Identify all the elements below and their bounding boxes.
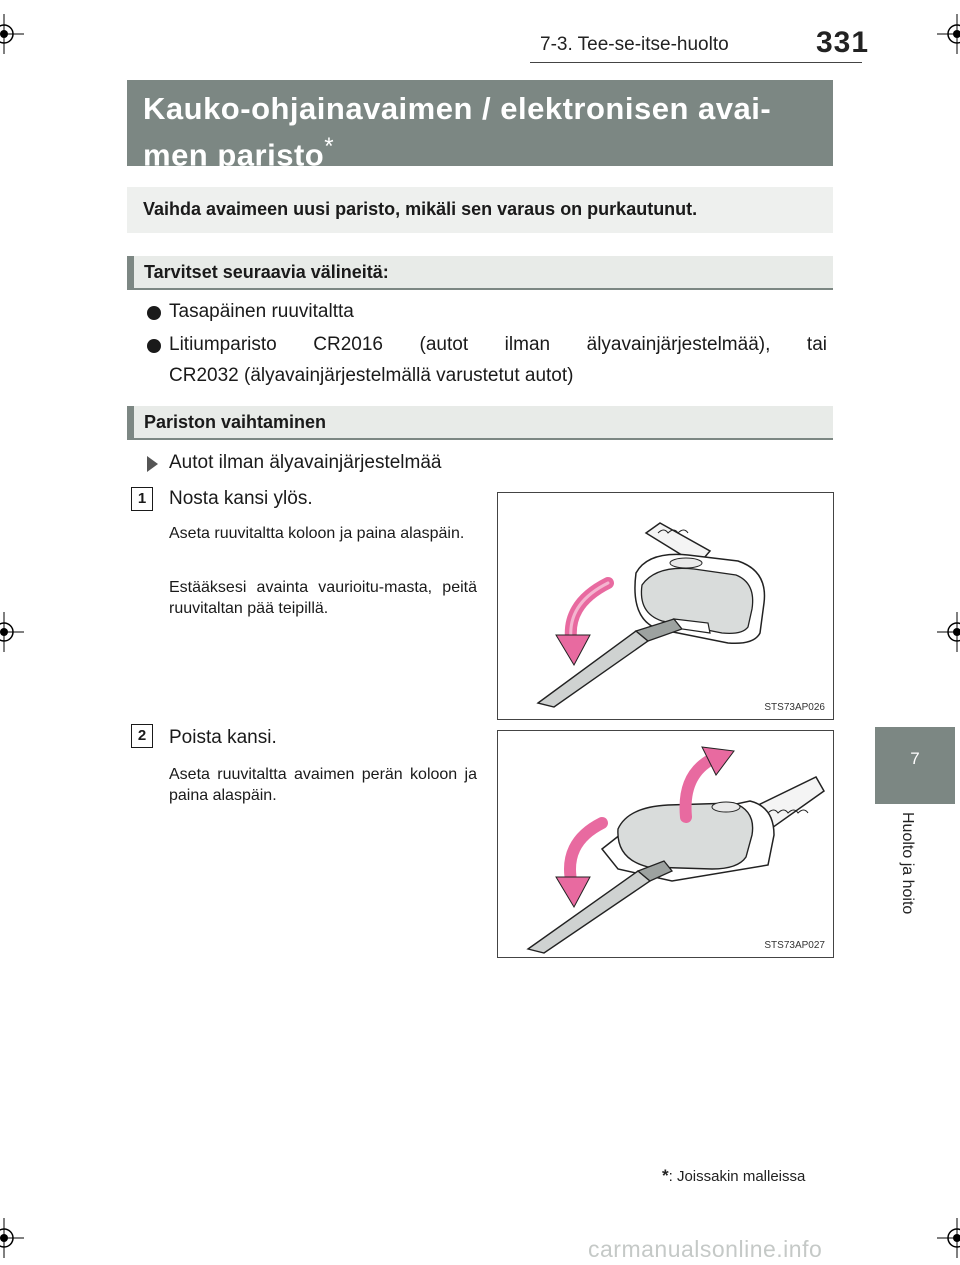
step-description: Aseta ruuvitaltta koloon ja paina alaspä… [169,525,465,542]
step-title: Poista kansi. [169,727,277,748]
intro-text: Vaihda avaimeen uusi paristo, mikäli sen… [143,199,698,219]
key-illustration [526,746,825,954]
page-number: 331 [816,26,870,59]
footnote-text: : Joissakin malleissa [668,1168,806,1185]
heading-bar [127,406,134,440]
triangle-arrow-icon [147,456,158,472]
step-title: Nosta kansi ylös. [169,488,313,509]
section-label: 7-3. Tee-se-itse-huolto [540,34,729,55]
step-description: Aseta ruuvitaltta avaimen perän koloon j… [169,766,477,804]
replace-heading: Pariston vaihtaminen [127,406,833,440]
tool-item-2-word: (autot [419,334,469,355]
registration-mark-icon [937,1218,960,1258]
title-banner: Kauko-ohjainavaimen / elektronisen avai-… [127,80,833,172]
tool-item-2-word: Litiumparisto [169,334,277,355]
watermark: carmanualsonline.info [588,1236,823,1262]
chapter-label: Huolto ja hoito [899,812,916,915]
subheading: Autot ilman älyavainjärjestelmää [169,452,442,473]
tool-item-2-line-2: CR2032 (älyavainjärjestelmällä varustetu… [169,365,574,386]
registration-mark-icon [0,14,24,54]
figure-key-cover-lift: STS73AP026 [497,492,834,720]
registration-mark-icon [0,612,24,652]
tool-item-2-word: ilman [504,334,551,355]
footnote-asterisk: * [662,1166,669,1185]
tool-item-2-line-1: Litiumparisto CR2016 (autot ilman älyava… [169,334,827,356]
figure-key-cover-remove: STS73AP027 [497,730,834,958]
step-number: 2 [131,724,153,748]
chapter-number: 7 [910,749,920,768]
tool-item-2-word: tai [806,334,827,355]
bullet-icon [147,339,161,353]
footnote: *: Joissakin malleissa [662,1166,805,1186]
figure-code: STS73AP026 [764,702,825,713]
key-illustration [536,522,766,708]
tool-item-1: Tasapäinen ruuvitaltta [169,301,354,322]
step-number: 1 [131,487,153,511]
bullet-icon [147,306,161,320]
title-line-1: Kauko-ohjainavaimen / elektronisen avai- [143,91,772,126]
title-asterisk: * [324,133,335,160]
replace-heading-text: Pariston vaihtaminen [144,412,327,432]
chapter-tab[interactable]: 7 [875,727,955,804]
registration-mark-icon [0,1218,24,1258]
tool-item-2-word: älyavainjärjestelmää), [586,334,771,355]
registration-mark-icon [937,14,960,54]
intro-box: Vaihda avaimeen uusi paristo, mikäli sen… [127,187,833,233]
registration-mark-icon [937,612,960,652]
title-line-2: men paristo [143,137,325,173]
heading-bar [127,256,134,290]
figure-code: STS73AP027 [764,940,825,951]
step-description: Estääksesi avainta vaurioitu-masta, peit… [169,579,477,617]
tools-heading: Tarvitset seuraavia välineitä: [127,256,833,290]
tools-heading-text: Tarvitset seuraavia välineitä: [144,262,389,282]
tool-item-2-word: CR2016 [313,334,383,355]
page-title: Kauko-ohjainavaimen / elektronisen avai-… [143,90,823,174]
header-rule [530,62,862,63]
